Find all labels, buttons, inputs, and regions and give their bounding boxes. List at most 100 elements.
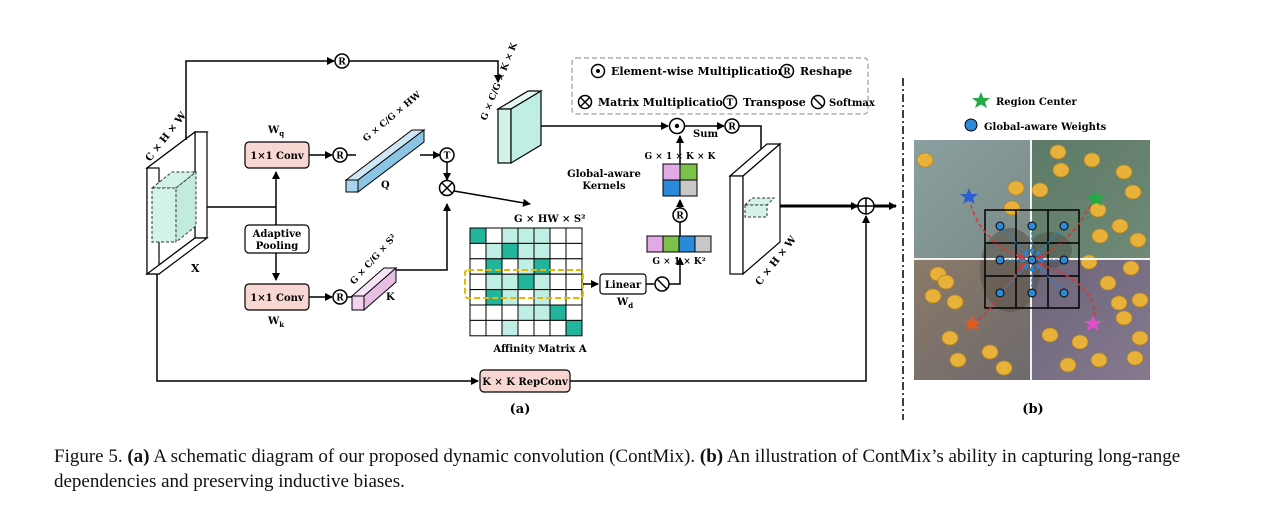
weight-arrow <box>1003 263 1029 290</box>
input-cube-x <box>145 130 209 276</box>
region-center-star-icon <box>972 92 990 108</box>
affinity-cell <box>533 227 551 244</box>
affinity-label: Affinity Matrix A <box>492 344 586 355</box>
fruit-blob <box>924 288 942 304</box>
v-cube <box>495 89 544 165</box>
affinity-cell <box>565 273 583 291</box>
legend-reshape-label: Reshape <box>800 65 852 78</box>
fruit-blob <box>1131 292 1149 308</box>
affinity-cell <box>501 319 519 337</box>
output-cube <box>728 142 782 276</box>
fruit-blob <box>1031 182 1049 198</box>
conv-q-label: 1×1 Conv <box>250 151 305 162</box>
fruit-blob <box>995 360 1013 376</box>
affinity-cell <box>533 304 551 321</box>
fruit-blob <box>937 274 955 290</box>
weight-dot <box>1027 288 1037 298</box>
affinity-cell <box>469 258 487 275</box>
legend-softmax-label: Softmax <box>829 98 876 109</box>
q-label: Q <box>381 180 390 191</box>
add-node <box>857 197 875 215</box>
fruit-blob <box>1052 162 1070 178</box>
affinity-cell <box>565 304 583 321</box>
svg-text:R: R <box>676 212 684 222</box>
fruit-blob <box>1110 295 1128 311</box>
affinity-cell <box>501 273 519 291</box>
affinity-cell <box>517 227 535 244</box>
fruit-blob <box>1080 254 1098 270</box>
reshape-icon: R <box>779 63 795 79</box>
star-magenta-icon <box>1084 315 1102 331</box>
panel-b-label: (b) <box>1022 402 1043 417</box>
affinity-cell <box>549 273 567 291</box>
weight-dot <box>995 288 1005 298</box>
affinity-cell <box>565 319 583 337</box>
weight-dot-icon <box>964 118 978 132</box>
reshape-node-q: R <box>332 147 348 163</box>
global-aware-kernel-grid <box>662 163 698 197</box>
affinity-dim-label: G × HW × S² <box>514 214 586 225</box>
affinity-cell <box>517 304 535 321</box>
repconv-label: K × K RepConv <box>482 377 569 388</box>
legend-transpose-label: Transpose <box>743 96 806 109</box>
affinity-cell <box>533 242 551 260</box>
wq-label: Wq <box>267 125 284 138</box>
weight-arrow <box>1035 229 1061 257</box>
vec-dim-label: G × 1 × K² <box>652 257 705 267</box>
affinity-cell <box>501 304 519 321</box>
conv-k-label: 1×1 Conv <box>250 293 305 304</box>
weight-arrow <box>1035 263 1061 290</box>
wk-label: Wk <box>267 316 284 329</box>
reshape-node-kernel: R <box>672 207 688 223</box>
fruit-blob <box>1129 232 1147 248</box>
weight-dot <box>1059 288 1069 298</box>
pool-label-2: Pooling <box>256 241 298 252</box>
operator-legend: Element-wise Multiplication R Reshape Ma… <box>571 57 876 115</box>
affinity-cell <box>533 319 551 337</box>
affinity-cell <box>501 258 519 275</box>
star-orange-icon <box>963 315 981 331</box>
fruit-blob <box>1090 352 1108 368</box>
affinity-cell <box>485 304 503 321</box>
linear-label: Linear <box>605 280 642 291</box>
elementwise-multiplication-icon <box>590 63 606 79</box>
fruit-blob <box>1122 260 1140 276</box>
fruit-blob <box>1124 184 1142 200</box>
caption-a: (a) <box>127 446 150 467</box>
fruit-blob <box>1115 164 1133 180</box>
affinity-cell <box>485 227 503 244</box>
weight-dot <box>1027 221 1037 231</box>
transpose-icon: T <box>722 94 738 110</box>
fruit-blob <box>1003 200 1021 216</box>
softmax-icon <box>810 94 826 110</box>
svg-text:R: R <box>728 123 736 133</box>
fruit-blob <box>1083 152 1101 168</box>
affinity-cell <box>517 273 535 291</box>
fruit-blob <box>981 344 999 360</box>
fruit-blob <box>1126 350 1144 366</box>
fruit-blob <box>1071 334 1089 350</box>
affinity-cell <box>485 258 503 275</box>
scene-image <box>914 140 1150 380</box>
affinity-cell <box>565 258 583 275</box>
fruit-blob <box>941 330 959 346</box>
adaptive-pooling-box <box>244 224 310 254</box>
fruit-blob <box>1041 327 1059 343</box>
svg-text:R: R <box>336 152 344 162</box>
star-blue-icon <box>960 188 978 204</box>
affinity-matrix <box>469 227 583 337</box>
figure-caption: Figure 5. (a) A schematic diagram of our… <box>54 444 1244 494</box>
svg-text:T: T <box>444 152 451 162</box>
affinity-cell <box>549 304 567 321</box>
weight-dot <box>995 221 1005 231</box>
affinity-cell <box>549 319 567 337</box>
weight-arrow <box>1003 229 1029 257</box>
weight-dot <box>1059 221 1069 231</box>
affinity-cell <box>501 227 519 244</box>
svg-text:T: T <box>727 99 734 109</box>
svg-text:R: R <box>338 58 346 68</box>
fruit-blob <box>1099 275 1117 291</box>
fruit-blob <box>1089 202 1107 218</box>
svg-text:R: R <box>783 68 791 78</box>
